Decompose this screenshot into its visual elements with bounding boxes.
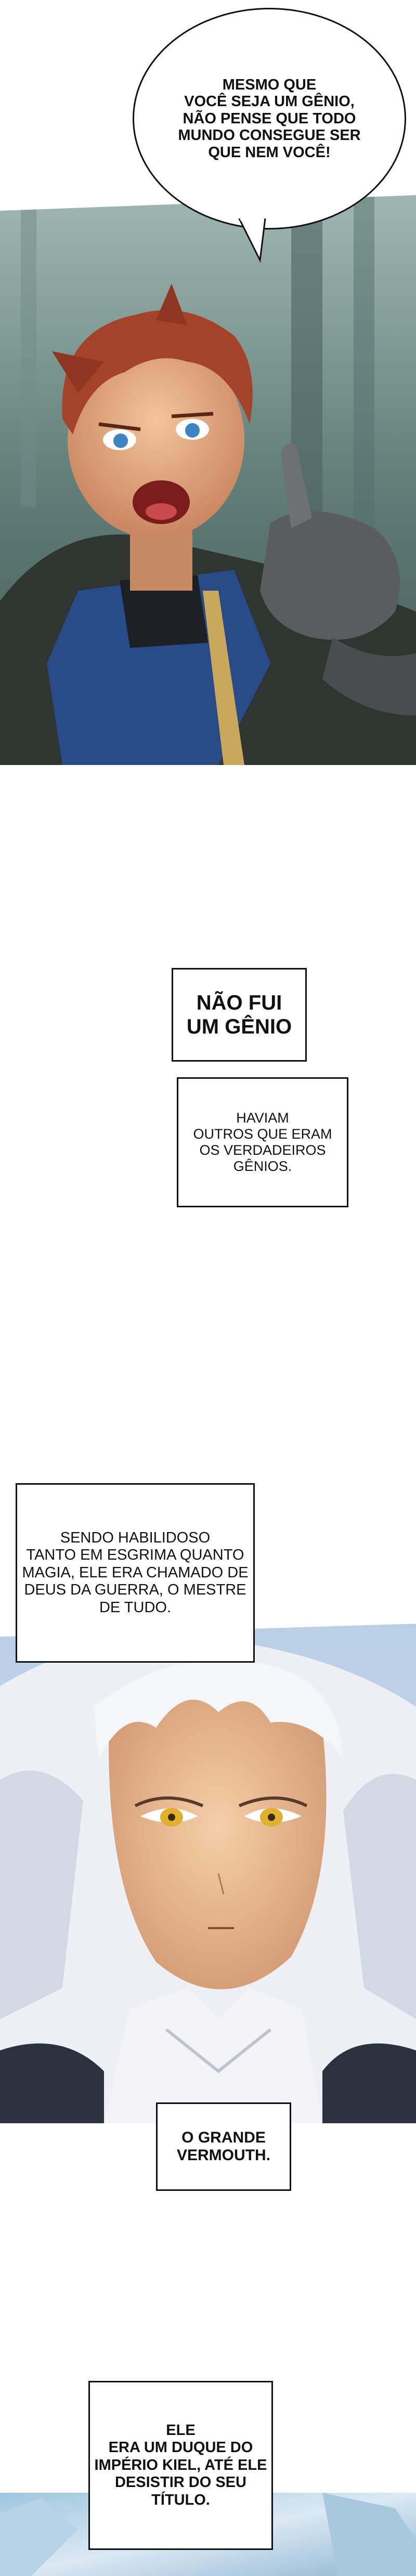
speech-bubble-text: MESMO QUE VOCÊ SEJA UM GÊNIO, NÃO PENSE … xyxy=(178,76,361,161)
red-haired-swordsman-illustration xyxy=(0,195,416,765)
vermouth-illustration xyxy=(0,1624,416,2123)
narration-box-3-text: SENDO HABILIDOSO TANTO EM ESGRIMA QUANTO… xyxy=(22,1529,249,1616)
narration-box-4-text: O GRANDE VERMOUTH. xyxy=(177,2128,270,2164)
narration-box-1-text: NÃO FUI UM GÊNIO xyxy=(186,991,292,1038)
narration-box-3: SENDO HABILIDOSO TANTO EM ESGRIMA QUANTO… xyxy=(16,1483,255,1663)
narration-box-4: O GRANDE VERMOUTH. xyxy=(156,2102,291,2191)
speech-bubble-tail xyxy=(238,219,266,263)
speech-bubble: MESMO QUE VOCÊ SEJA UM GÊNIO, NÃO PENSE … xyxy=(133,8,406,229)
narration-box-2: HAVIAM OUTROS QUE ERAM OS VERDADEIROS GÊ… xyxy=(177,1077,348,1207)
panel-red-haired-swordsman xyxy=(0,195,416,765)
narration-box-1: NÃO FUI UM GÊNIO xyxy=(172,968,307,1062)
narration-box-5: ELE ERA UM DUQUE DO IMPÉRIO KIEL, ATÉ EL… xyxy=(88,2381,273,2550)
panel-vermouth xyxy=(0,1624,416,2123)
narration-box-2-text: HAVIAM OUTROS QUE ERAM OS VERDADEIROS GÊ… xyxy=(193,1110,332,1175)
narration-box-5-text: ELE ERA UM DUQUE DO IMPÉRIO KIEL, ATÉ EL… xyxy=(94,2422,267,2508)
